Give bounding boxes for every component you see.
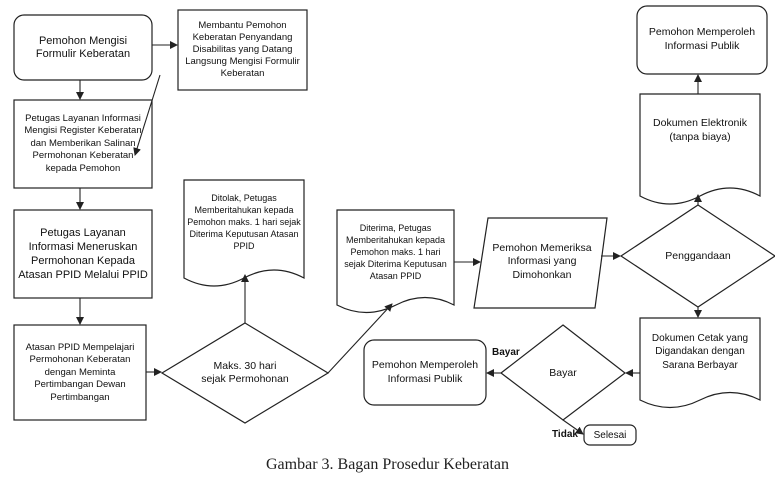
pemohon-memeriksa-label: Pemohon Memeriksa Informasi yang Dimohon… [492, 241, 592, 281]
pemohon-memperoleh-top-shape [636, 5, 768, 75]
dokumen-elektronik-label: Dokumen Elektronik (tanpa biaya) [653, 117, 747, 143]
dokumen-cetak-shape [639, 317, 761, 409]
selesai-shape [583, 424, 637, 446]
maks-30-diamond [160, 322, 330, 424]
petugas-register-label: Petugas Layanan Informasi Mengisi Regist… [24, 112, 142, 174]
dokumen-cetak-label: Dokumen Cetak yang Digandakan dengan Sar… [651, 332, 749, 371]
ditolak-label: Ditolak, Petugas Memberitahukan kepada P… [187, 193, 301, 251]
edge-label-bayar: Bayar [492, 347, 520, 358]
petugas-meneruskan-shape [13, 209, 153, 299]
pemohon-mengisi-label: Pemohon Mengisi Formulir Keberatan [35, 34, 131, 60]
pemohon-memperoleh-bottom-label: Pemohon Memperoleh Informasi Publik [371, 359, 479, 385]
diterima-label: Diterima, Petugas Memberitahukan kepada … [344, 223, 447, 281]
atasan-ppid-label: Atasan PPID Mempelajari Permohonan Keber… [25, 341, 135, 403]
edge-bayar-to-selesai [562, 419, 584, 435]
petugas-meneruskan-label: Petugas Layanan Informasi Meneruskan Per… [18, 227, 148, 281]
figure-caption: Gambar 3. Bagan Prosedur Keberatan [265, 456, 510, 473]
bayar-label: Bayar [549, 366, 577, 379]
membantu-pemohon-shape [177, 9, 308, 91]
maks-30-label: Maks. 30 hari sejak Permohonan [201, 359, 289, 386]
edge-label-tidak: Tidak [552, 429, 578, 440]
edge-maks-to-diterima [327, 303, 393, 374]
petugas-register-shape [13, 99, 153, 189]
membantu-pemohon-label: Membantu Pemohon Keberatan Penyandang Di… [185, 20, 300, 79]
pemohon-mengisi-shape [13, 14, 153, 81]
selesai-label: Selesai [593, 429, 627, 441]
penggandaan-label: Penggandaan [665, 249, 731, 262]
edge-membantu-to-register [133, 74, 161, 156]
pemohon-memperoleh-top-label: Pemohon Memperoleh Informasi Publik [648, 26, 756, 52]
diterima-shape [336, 209, 455, 314]
pemohon-memeriksa-shape [473, 217, 608, 309]
